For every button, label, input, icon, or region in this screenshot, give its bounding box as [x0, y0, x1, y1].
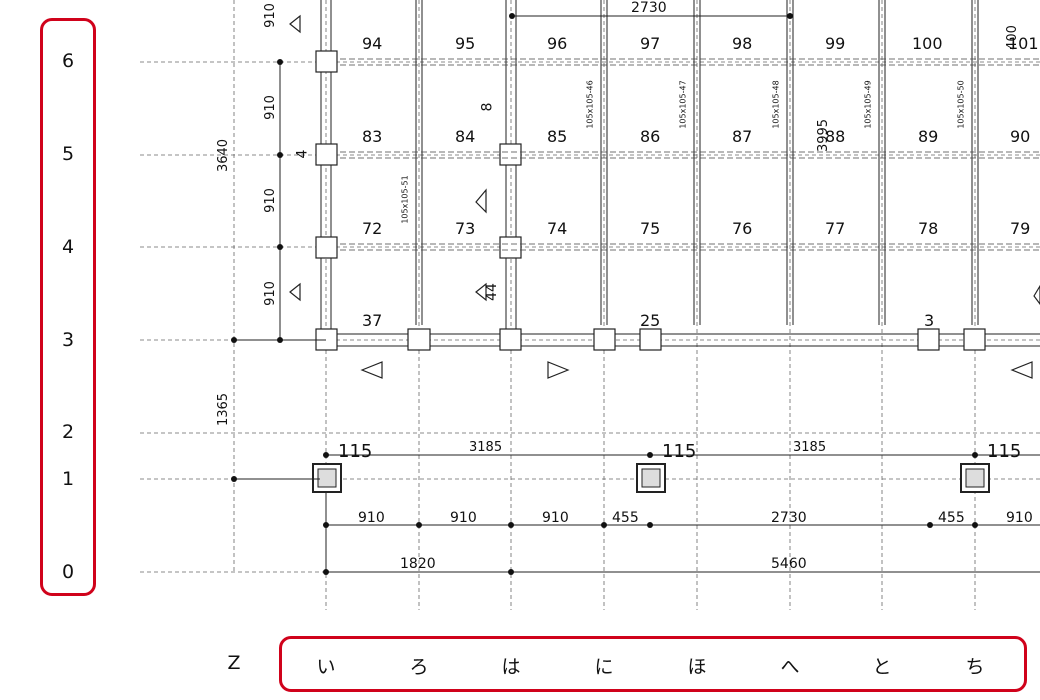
room-number: 85 — [547, 127, 568, 146]
wall-number: 25 — [640, 311, 661, 330]
room-number: 97 — [640, 34, 661, 53]
row-label: 3 — [61, 329, 75, 351]
dimension-text: 910 — [262, 95, 278, 120]
col-label: ろ — [409, 656, 429, 678]
dimension-text: 1365 — [216, 392, 232, 427]
foundation-span: 3185 — [793, 440, 827, 455]
col-origin-label: Z — [227, 652, 241, 674]
col-axis-highlight — [279, 636, 1027, 692]
room-number: 87 — [732, 127, 753, 146]
foundation-height: 115 — [338, 441, 373, 462]
room-number: 86 — [640, 127, 661, 146]
room-number: 73 — [455, 219, 476, 238]
member-note: 105x105-46 — [585, 80, 595, 129]
wall-number: 4 — [294, 149, 311, 159]
dimension-dots — [231, 13, 978, 575]
wall-number: 37 — [362, 311, 383, 330]
dimension-text: 455 — [938, 510, 965, 526]
room-number: 72 — [362, 219, 383, 238]
col-label: に — [594, 656, 614, 678]
grid-rows — [140, 61, 1040, 573]
room-number: 96 — [547, 34, 568, 53]
col-label: は — [501, 656, 521, 678]
dimension-text: 3640 — [216, 138, 232, 173]
direction-triangles — [289, 14, 1040, 379]
row-label: 5 — [61, 143, 75, 165]
row-label: 2 — [61, 421, 75, 443]
wall-number: 8 — [479, 102, 496, 112]
dimension-text: 910 — [542, 510, 569, 526]
row-label: 0 — [61, 561, 75, 583]
posts — [315, 50, 986, 351]
room-number: 99 — [825, 34, 846, 53]
member-note: 105x105-47 — [678, 80, 688, 129]
room-number: 84 — [455, 127, 476, 146]
room-number: 78 — [918, 219, 939, 238]
room-number: 89 — [918, 127, 939, 146]
dimension-lines — [234, 15, 1040, 573]
member-note: 105x105-49 — [863, 80, 873, 129]
dimension-text: 910 — [1006, 510, 1033, 526]
dimension-text: 455 — [612, 510, 639, 526]
col-label: ほ — [687, 656, 707, 678]
foundation-height: 115 — [987, 441, 1022, 462]
grid-cols — [233, 0, 976, 610]
wall-number: 44 — [483, 283, 500, 301]
room-number: 75 — [640, 219, 661, 238]
room-number: 95 — [455, 34, 476, 53]
room-number: 98 — [732, 34, 753, 53]
room-number: 90 — [1010, 127, 1031, 146]
room-number: 101 — [1008, 34, 1039, 53]
dimension-text: 910 — [262, 281, 278, 306]
room-number: 83 — [362, 127, 383, 146]
dimension-text: 2730 — [771, 510, 807, 526]
room-number: 77 — [825, 219, 846, 238]
row-label: 4 — [61, 236, 75, 258]
row-label: 1 — [61, 468, 75, 490]
col-label: と — [872, 656, 892, 678]
member-note: 105x105-50 — [956, 80, 966, 129]
foundation-hatching — [317, 468, 985, 488]
foundation-height: 115 — [662, 441, 697, 462]
col-label: い — [316, 656, 336, 678]
room-number: 94 — [362, 34, 383, 53]
room-number: 74 — [547, 219, 568, 238]
room-number: 76 — [732, 219, 753, 238]
member-note: 105x105-51 — [400, 175, 410, 224]
dimension-text: 2730 — [631, 0, 667, 16]
dimension-text: 400 — [1004, 25, 1020, 50]
dimension-text: 910 — [262, 188, 278, 213]
dimension-text: 910 — [262, 3, 278, 28]
wall-number: 3 — [924, 311, 935, 330]
foundation-span: 3185 — [469, 440, 503, 455]
dimension-text: 910 — [358, 510, 385, 526]
room-number: 79 — [1010, 219, 1031, 238]
dimension-text: 1820 — [400, 556, 436, 572]
row-label: 6 — [61, 50, 75, 72]
dimension-text: 910 — [450, 510, 477, 526]
col-label: へ — [780, 656, 800, 678]
dimension-text: 5460 — [771, 556, 807, 572]
member-note: 105x105-48 — [771, 80, 781, 129]
dimension-text: 3995 — [816, 118, 832, 153]
room-number: 100 — [912, 34, 943, 53]
col-label: ち — [965, 656, 985, 678]
row-axis-highlight — [40, 18, 96, 596]
room-number: 88 — [825, 127, 846, 146]
